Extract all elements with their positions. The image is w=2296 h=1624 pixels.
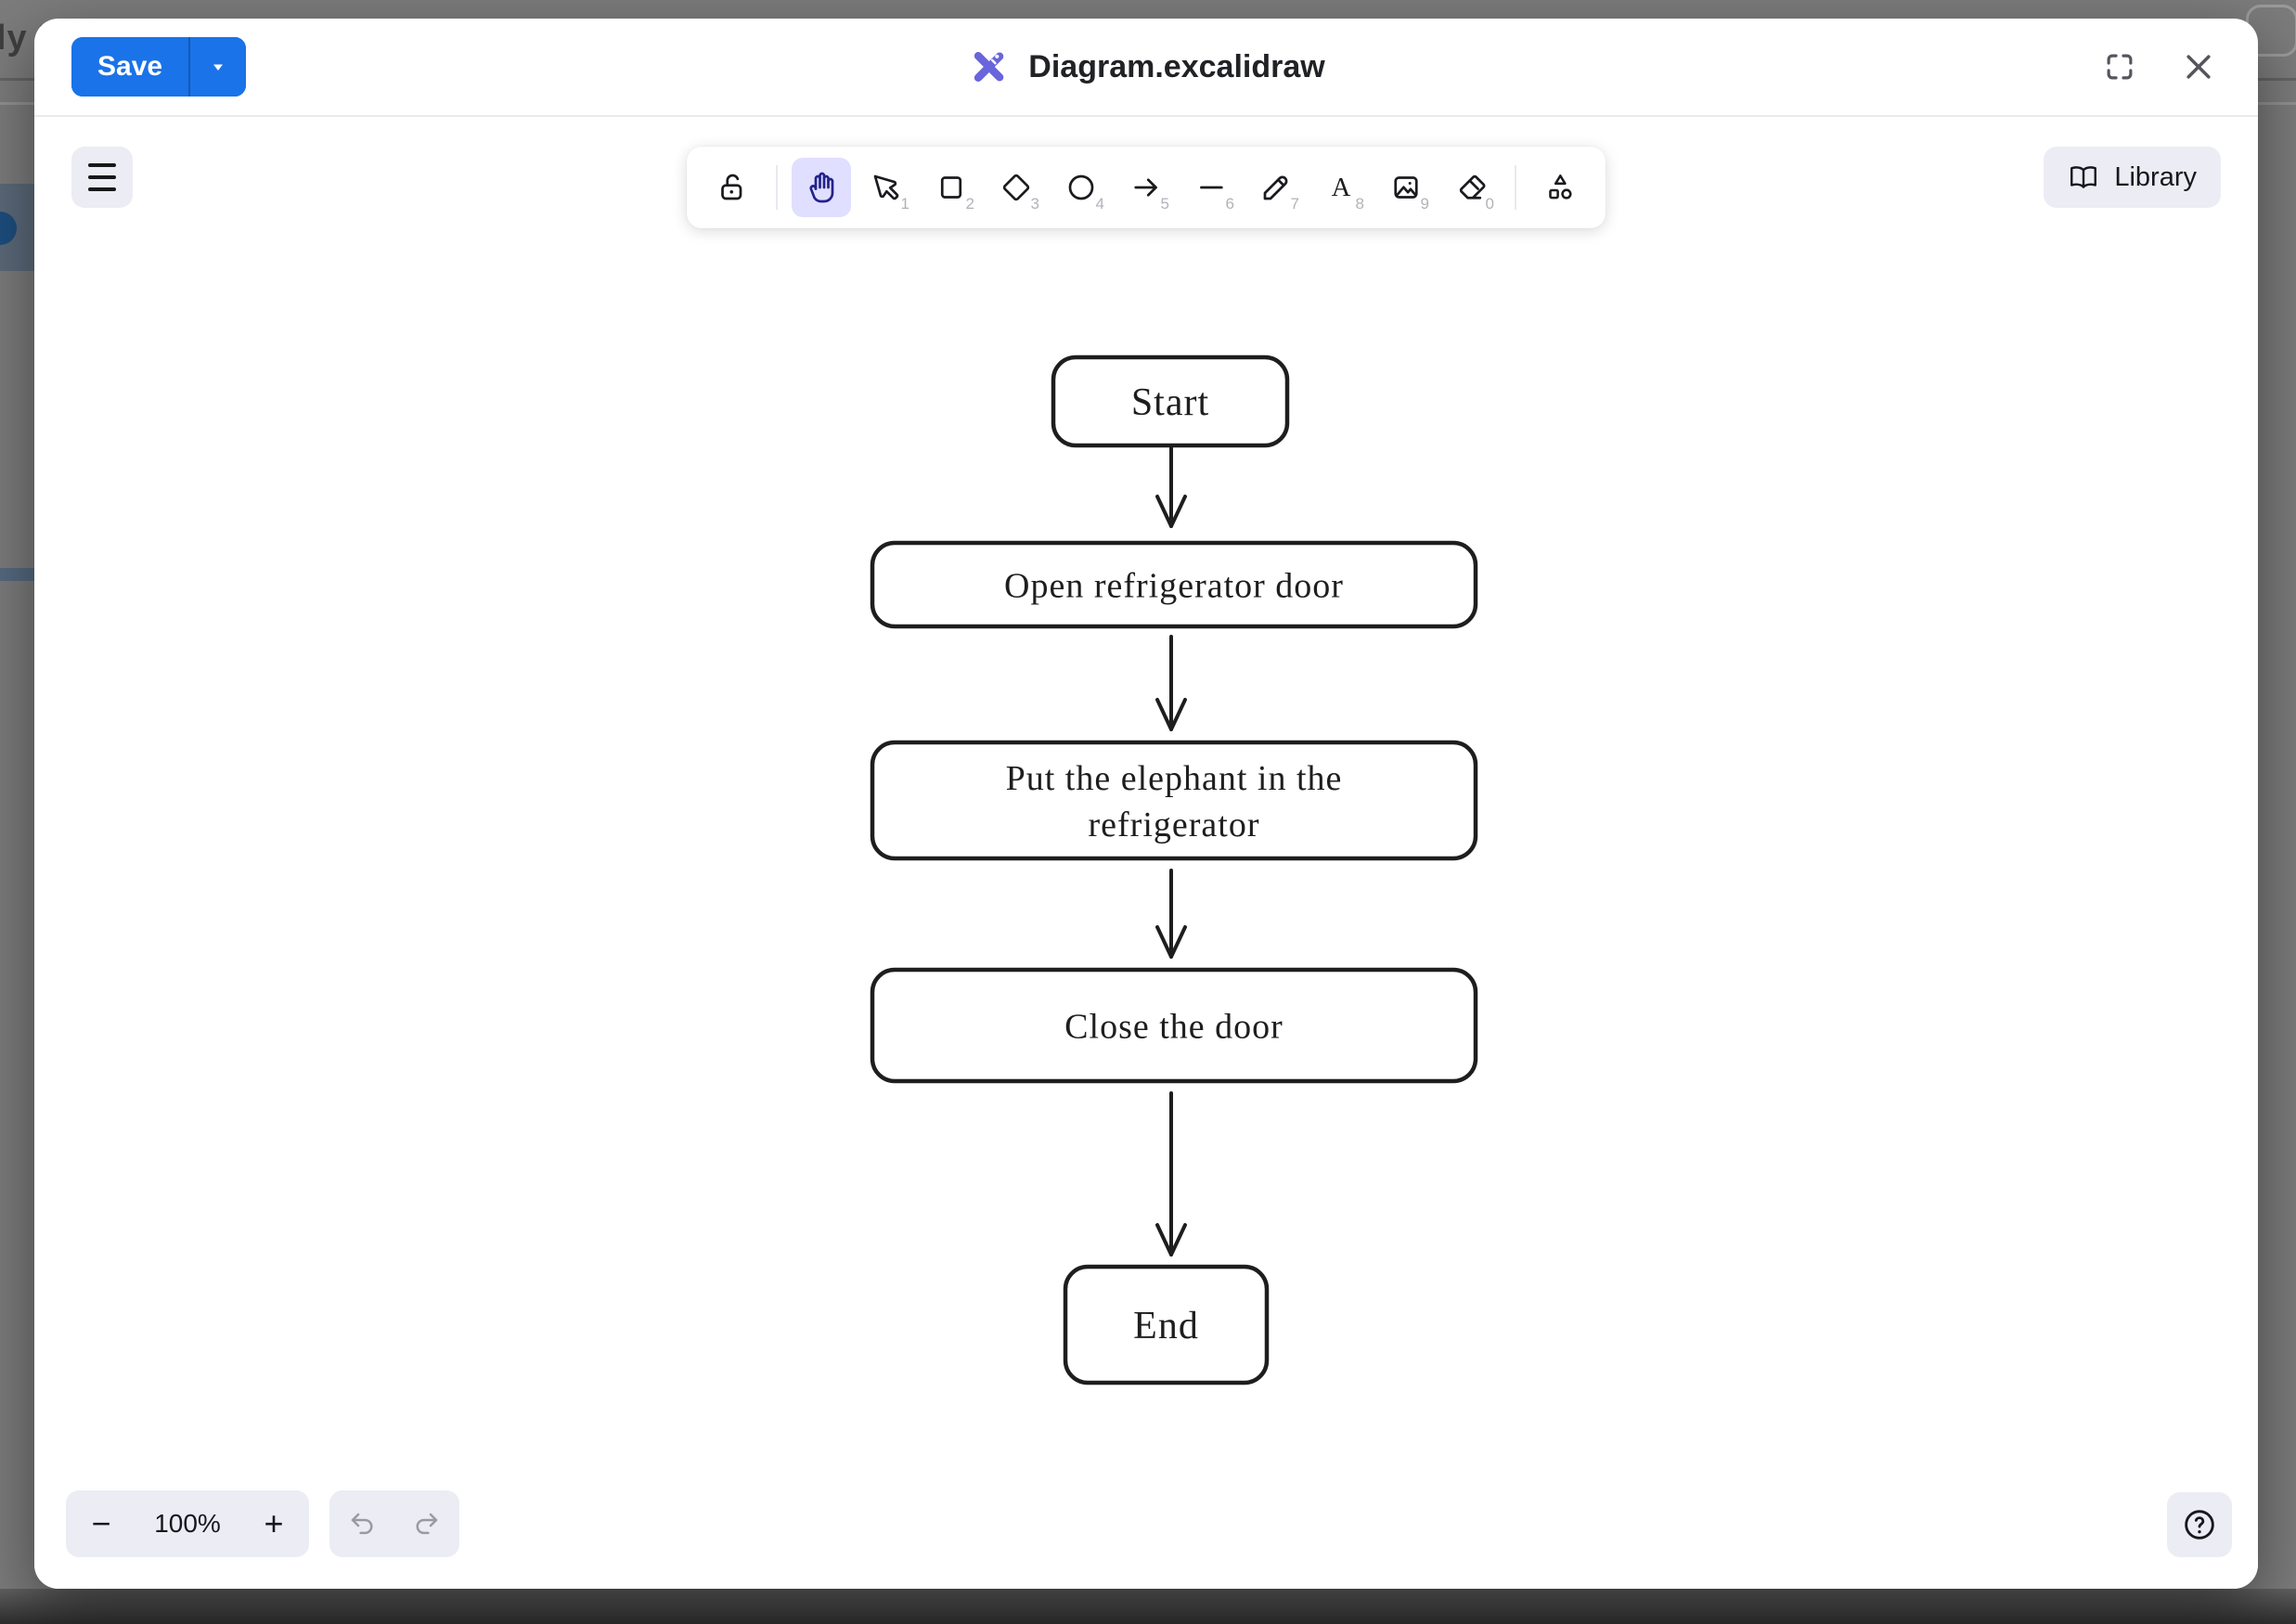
- ellipse-icon: [1068, 174, 1094, 200]
- zoom-in-button[interactable]: +: [248, 1494, 300, 1553]
- flow-node-start[interactable]: Start: [1051, 354, 1290, 448]
- image-icon: [1394, 176, 1418, 199]
- tool-hand[interactable]: [792, 158, 851, 217]
- arrow-icon: [1134, 178, 1157, 197]
- tool-island: 1 2 3 4: [687, 147, 1606, 228]
- flow-node-put-elephant[interactable]: Put the elephant in the refrigerator: [870, 740, 1478, 861]
- flow-arrow-put-to-close[interactable]: [1155, 869, 1187, 959]
- flow-node-open-door[interactable]: Open refrigerator door: [870, 540, 1478, 629]
- canvas[interactable]: 1 2 3 4: [34, 117, 2258, 1589]
- fullscreen-icon: [2107, 54, 2133, 80]
- tool-image[interactable]: 9: [1376, 158, 1436, 217]
- modal-header: Save Diagram.excalidraw: [34, 19, 2258, 117]
- flow-node-end[interactable]: End: [1063, 1264, 1270, 1386]
- save-dropdown-button[interactable]: [188, 37, 247, 97]
- rectangle-icon: [940, 176, 962, 199]
- toolbar-divider: [776, 165, 778, 210]
- undo-icon: [351, 1513, 373, 1535]
- line-icon: [1200, 186, 1223, 189]
- caret-down-icon: [213, 64, 224, 71]
- flow-node-label: refrigerator: [1089, 806, 1260, 844]
- tool-arrow[interactable]: 5: [1116, 158, 1176, 217]
- flow-node-label: Start: [1131, 381, 1209, 424]
- header-actions: [2098, 45, 2221, 89]
- diamond-icon: [1002, 174, 1030, 201]
- flow-node-close-door[interactable]: Close the door: [870, 967, 1478, 1084]
- tool-diamond[interactable]: 3: [987, 158, 1046, 217]
- file-name: Diagram.excalidraw: [1028, 48, 1325, 84]
- history-controls: [329, 1490, 459, 1557]
- zoom-level[interactable]: 100%: [154, 1509, 221, 1538]
- tool-draw[interactable]: 7: [1246, 158, 1306, 217]
- flow-node-label: Close the door: [1064, 1007, 1283, 1046]
- tool-line[interactable]: 6: [1181, 158, 1241, 217]
- background-avatar: [0, 212, 17, 245]
- pencil-icon: [1263, 175, 1288, 200]
- flow-node-label: Put the elephant in the: [1006, 759, 1343, 798]
- background-nav-item: [0, 184, 34, 271]
- library-label: Library: [2114, 161, 2197, 192]
- zoom-controls: − 100% +: [66, 1490, 309, 1557]
- save-split-button: Save: [71, 37, 247, 97]
- zoom-out-button[interactable]: −: [75, 1494, 127, 1553]
- file-title: Diagram.excalidraw: [967, 45, 1325, 88]
- menu-button[interactable]: [71, 147, 133, 208]
- tool-shapes[interactable]: [1530, 158, 1590, 217]
- cursor-icon: [873, 174, 899, 200]
- flow-node-label: End: [1133, 1305, 1199, 1347]
- help-icon: [2185, 1510, 2214, 1540]
- eraser-icon: [1459, 174, 1486, 200]
- toolbar-divider: [1515, 165, 1516, 210]
- help-button[interactable]: [2167, 1492, 2232, 1557]
- flow-arrow-start-to-open[interactable]: [1155, 445, 1187, 528]
- flow-node-label: Open refrigerator door: [1004, 566, 1344, 605]
- library-button[interactable]: Library: [2044, 147, 2221, 208]
- close-button[interactable]: [2176, 45, 2221, 89]
- excalidraw-logo-icon: [974, 51, 1004, 83]
- background-nav-item: [0, 568, 34, 581]
- save-button[interactable]: Save: [71, 37, 189, 97]
- tool-rectangle[interactable]: 2: [922, 158, 981, 217]
- shapes-icon: [1549, 174, 1572, 200]
- hand-icon: [809, 172, 834, 203]
- undo-button[interactable]: [347, 1509, 377, 1539]
- tool-text[interactable]: A 8: [1311, 158, 1371, 217]
- book-icon: [2070, 166, 2097, 188]
- text-icon: A: [1332, 174, 1351, 202]
- hamburger-icon: [88, 163, 116, 167]
- tool-lock[interactable]: [703, 158, 762, 217]
- excalidraw-modal: Save Diagram.excalidraw: [34, 19, 2258, 1589]
- flow-arrow-open-to-put[interactable]: [1155, 635, 1187, 731]
- svg-text:A: A: [1332, 174, 1351, 202]
- close-icon: [2186, 55, 2211, 79]
- flow-arrow-close-to-end[interactable]: [1155, 1091, 1187, 1257]
- fullscreen-button[interactable]: [2098, 45, 2141, 88]
- tool-ellipse[interactable]: 4: [1051, 158, 1111, 217]
- redo-button[interactable]: [412, 1509, 442, 1539]
- tool-eraser[interactable]: 0: [1441, 158, 1501, 217]
- redo-icon: [416, 1513, 438, 1535]
- tool-selection[interactable]: 1: [857, 158, 916, 217]
- background-footer: [0, 1589, 2296, 1624]
- lock-open-icon: [721, 174, 742, 200]
